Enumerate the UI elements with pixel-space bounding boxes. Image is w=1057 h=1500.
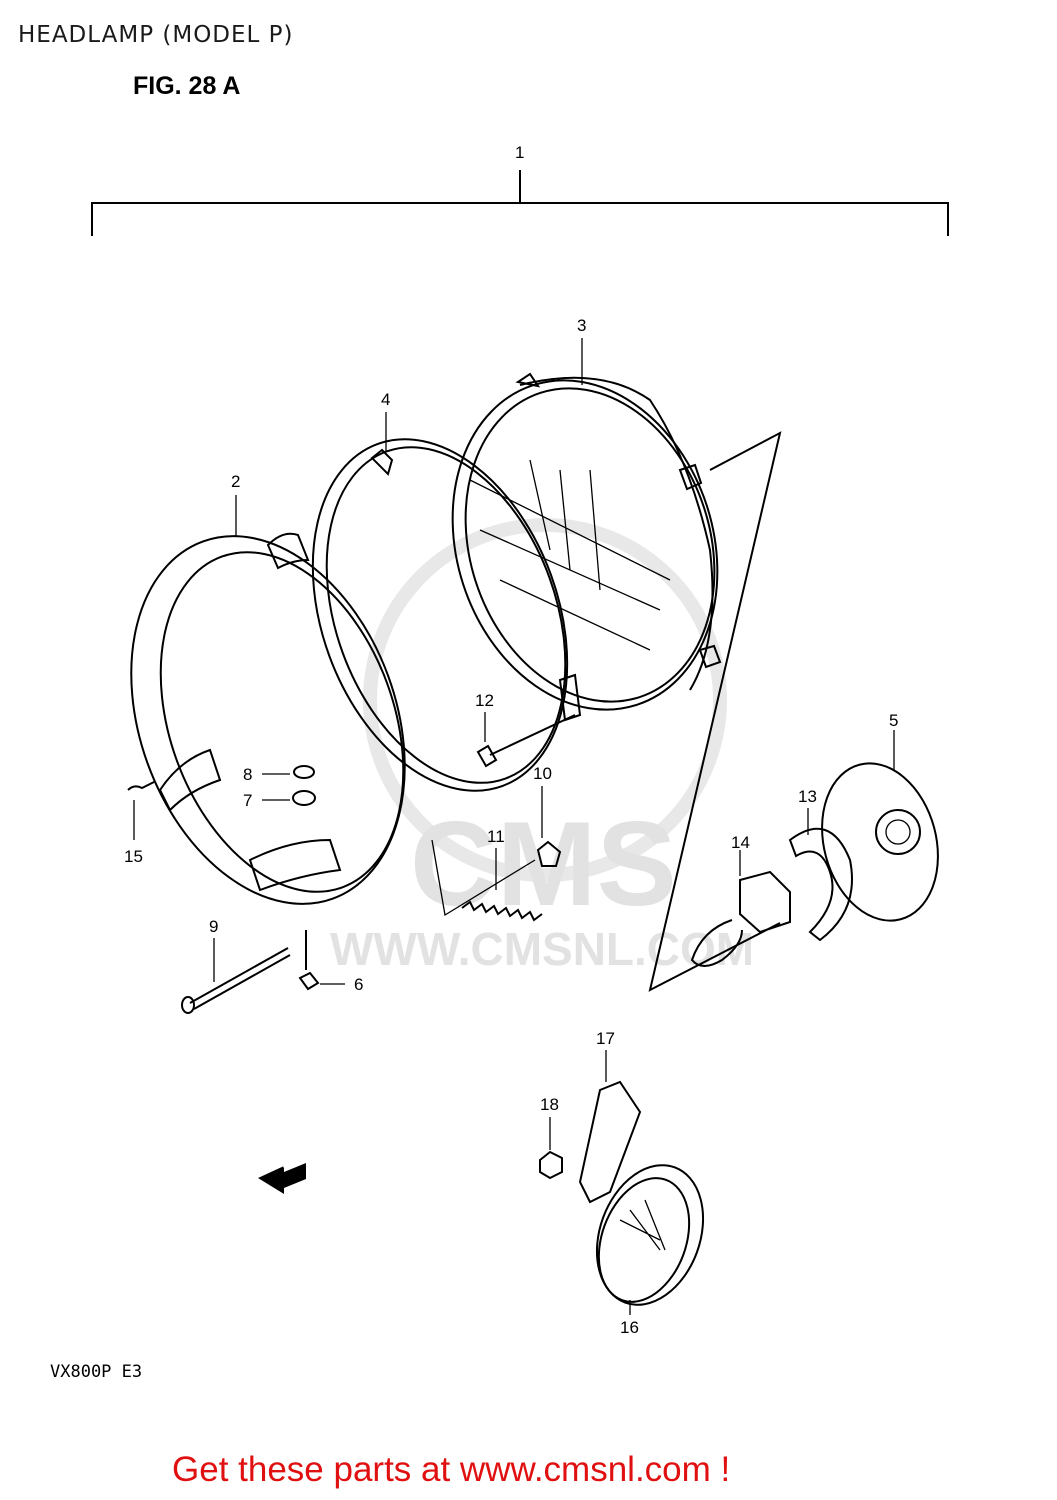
part-inner-ring	[311, 412, 582, 792]
callout-3: 3	[577, 316, 586, 335]
assembly-bracket	[91, 170, 949, 236]
part-nut-10	[536, 786, 562, 867]
part-nuts	[262, 765, 316, 806]
part-screw-12	[476, 712, 576, 768]
callout-7: 7	[243, 791, 252, 810]
callout-17: 17	[596, 1029, 615, 1048]
callout-16: 16	[620, 1318, 639, 1337]
part-screw-15	[127, 781, 155, 840]
callout-11: 11	[487, 827, 505, 846]
figure-label: FIG. 28 A	[133, 72, 241, 100]
callout-5: 5	[889, 711, 898, 730]
callout-15: 15	[124, 847, 143, 866]
callout-2: 2	[231, 472, 240, 491]
part-lens-unit	[451, 338, 722, 711]
callout-18: 18	[540, 1095, 559, 1114]
part-spring-11	[461, 848, 543, 922]
callout-1: 1	[515, 143, 524, 162]
callout-10: 10	[533, 764, 552, 783]
callout-8: 8	[243, 765, 252, 784]
callout-14: 14	[731, 833, 750, 852]
part-socket-cover-5	[821, 730, 939, 922]
part-bolt-9	[181, 938, 291, 1014]
buy-parts-link[interactable]: Get these parts at www.cmsnl.com !	[172, 1450, 731, 1489]
part-retainer-13	[788, 808, 853, 942]
watermark-url: WWW.CMSNL.COM	[330, 923, 754, 975]
fwd-arrow-icon: FWD	[258, 1155, 306, 1194]
part-screw-6	[298, 930, 345, 991]
page-title: HEADLAMP (MODEL P)	[18, 22, 294, 48]
guide-lines	[431, 431, 782, 992]
callout-6: 6	[354, 975, 363, 994]
callout-13: 13	[798, 787, 817, 806]
model-code: VX800P E3	[50, 1362, 143, 1382]
callout-4: 4	[381, 390, 390, 409]
callout-12: 12	[475, 691, 494, 710]
part-position-lamp	[539, 1050, 705, 1315]
watermark-logo: CMS	[410, 797, 677, 931]
callout-9: 9	[209, 917, 218, 936]
part-bulb-14	[690, 850, 791, 967]
callouts: 1 2 3 4 5 6 7 8 9 10 11 12 13 14 15 16 1…	[124, 143, 898, 1337]
part-rim	[130, 495, 406, 905]
